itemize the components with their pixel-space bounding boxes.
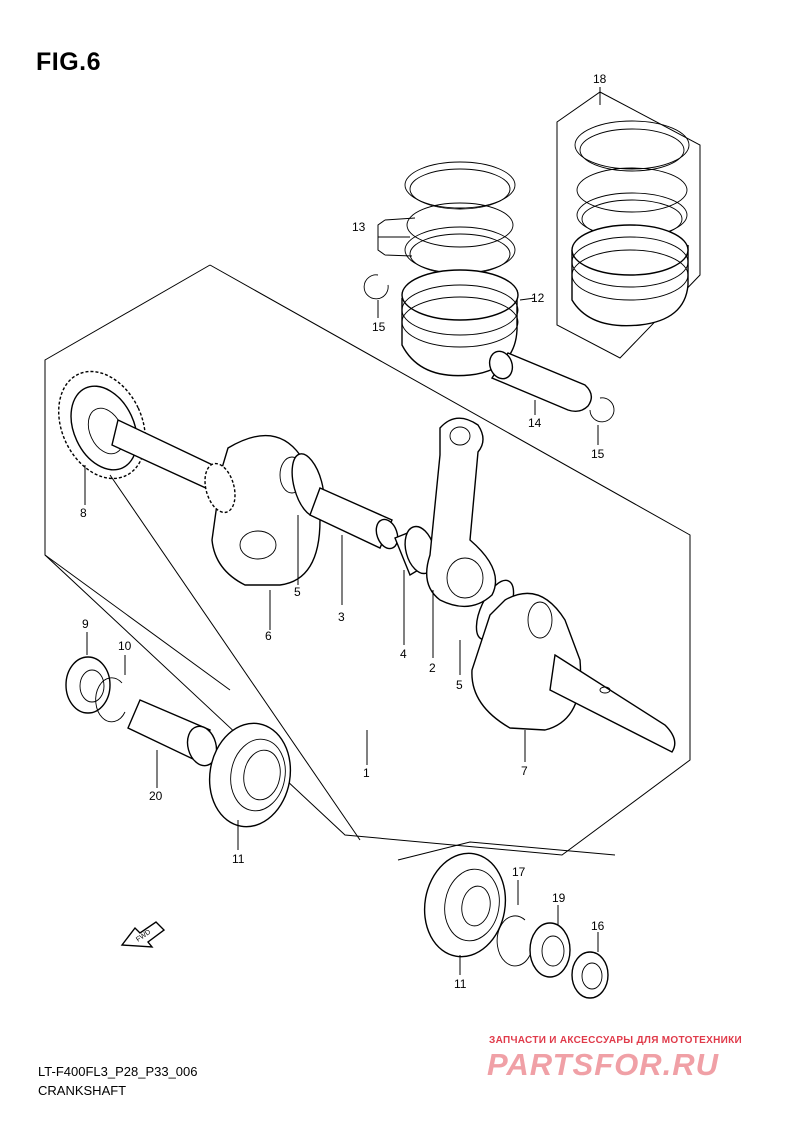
callout-16: 16 [591,919,605,933]
callout-13: 13 [352,220,366,234]
callout-11-right: 11 [454,977,467,991]
callout-7: 7 [521,764,528,778]
callout-5-left: 5 [294,585,301,599]
callout-9: 9 [82,617,89,631]
assembly-outline [44,264,691,856]
circlip-left [95,677,126,723]
forward-direction-arrow: FWD [120,921,166,948]
crank-pin [309,487,399,550]
callout-5-right: 5 [456,678,463,692]
crankshaft-left [111,418,321,586]
crankshaft-right [471,592,676,753]
callout-12: 12 [531,291,545,305]
callout-20: 20 [149,789,163,803]
crank-gear [58,370,146,480]
callout-11-left: 11 [232,852,245,866]
connecting-rod [426,417,497,608]
callout-15-right: 15 [591,447,605,461]
oil-seal [571,951,609,999]
callout-4: 4 [400,647,407,661]
main-bearing-right [423,852,507,958]
figure-title: FIG.6 [36,48,102,76]
callout-18: 18 [593,72,607,86]
watermark-logo: PARTSFOR.RU [487,1047,720,1082]
callout-3: 3 [338,610,345,624]
piston-kit [571,120,690,327]
callout-15-top: 15 [372,320,386,334]
leader-lines [44,87,601,975]
lower-bearing-outline [397,841,616,861]
diagram-code: LT-F400FL3_P28_P33_006 [38,1064,198,1079]
callout-6: 6 [265,629,272,643]
piston-pin [488,350,593,413]
callout-2: 2 [429,661,436,675]
piston-and-rings [377,161,519,377]
callout-17: 17 [512,865,526,879]
callout-1: 1 [363,766,370,780]
circlip-right [496,915,531,967]
spacer-shaft [127,699,218,767]
watermark-tagline: ЗАПЧАСТИ И АКСЕССУАРЫ ДЛЯ МОТОТЕХНИКИ [489,1035,742,1046]
callout-8: 8 [80,506,87,520]
callout-14: 14 [528,416,542,430]
callout-10: 10 [118,639,132,653]
diagram-name: CRANKSHAFT [38,1083,127,1098]
small-bearing-right [529,922,571,978]
piston-pin-circlip-top [363,274,389,300]
main-bearing-left [208,722,292,828]
small-bearing-left [65,656,111,714]
piston-pin-circlip-right [589,397,615,423]
callout-19: 19 [552,891,566,905]
